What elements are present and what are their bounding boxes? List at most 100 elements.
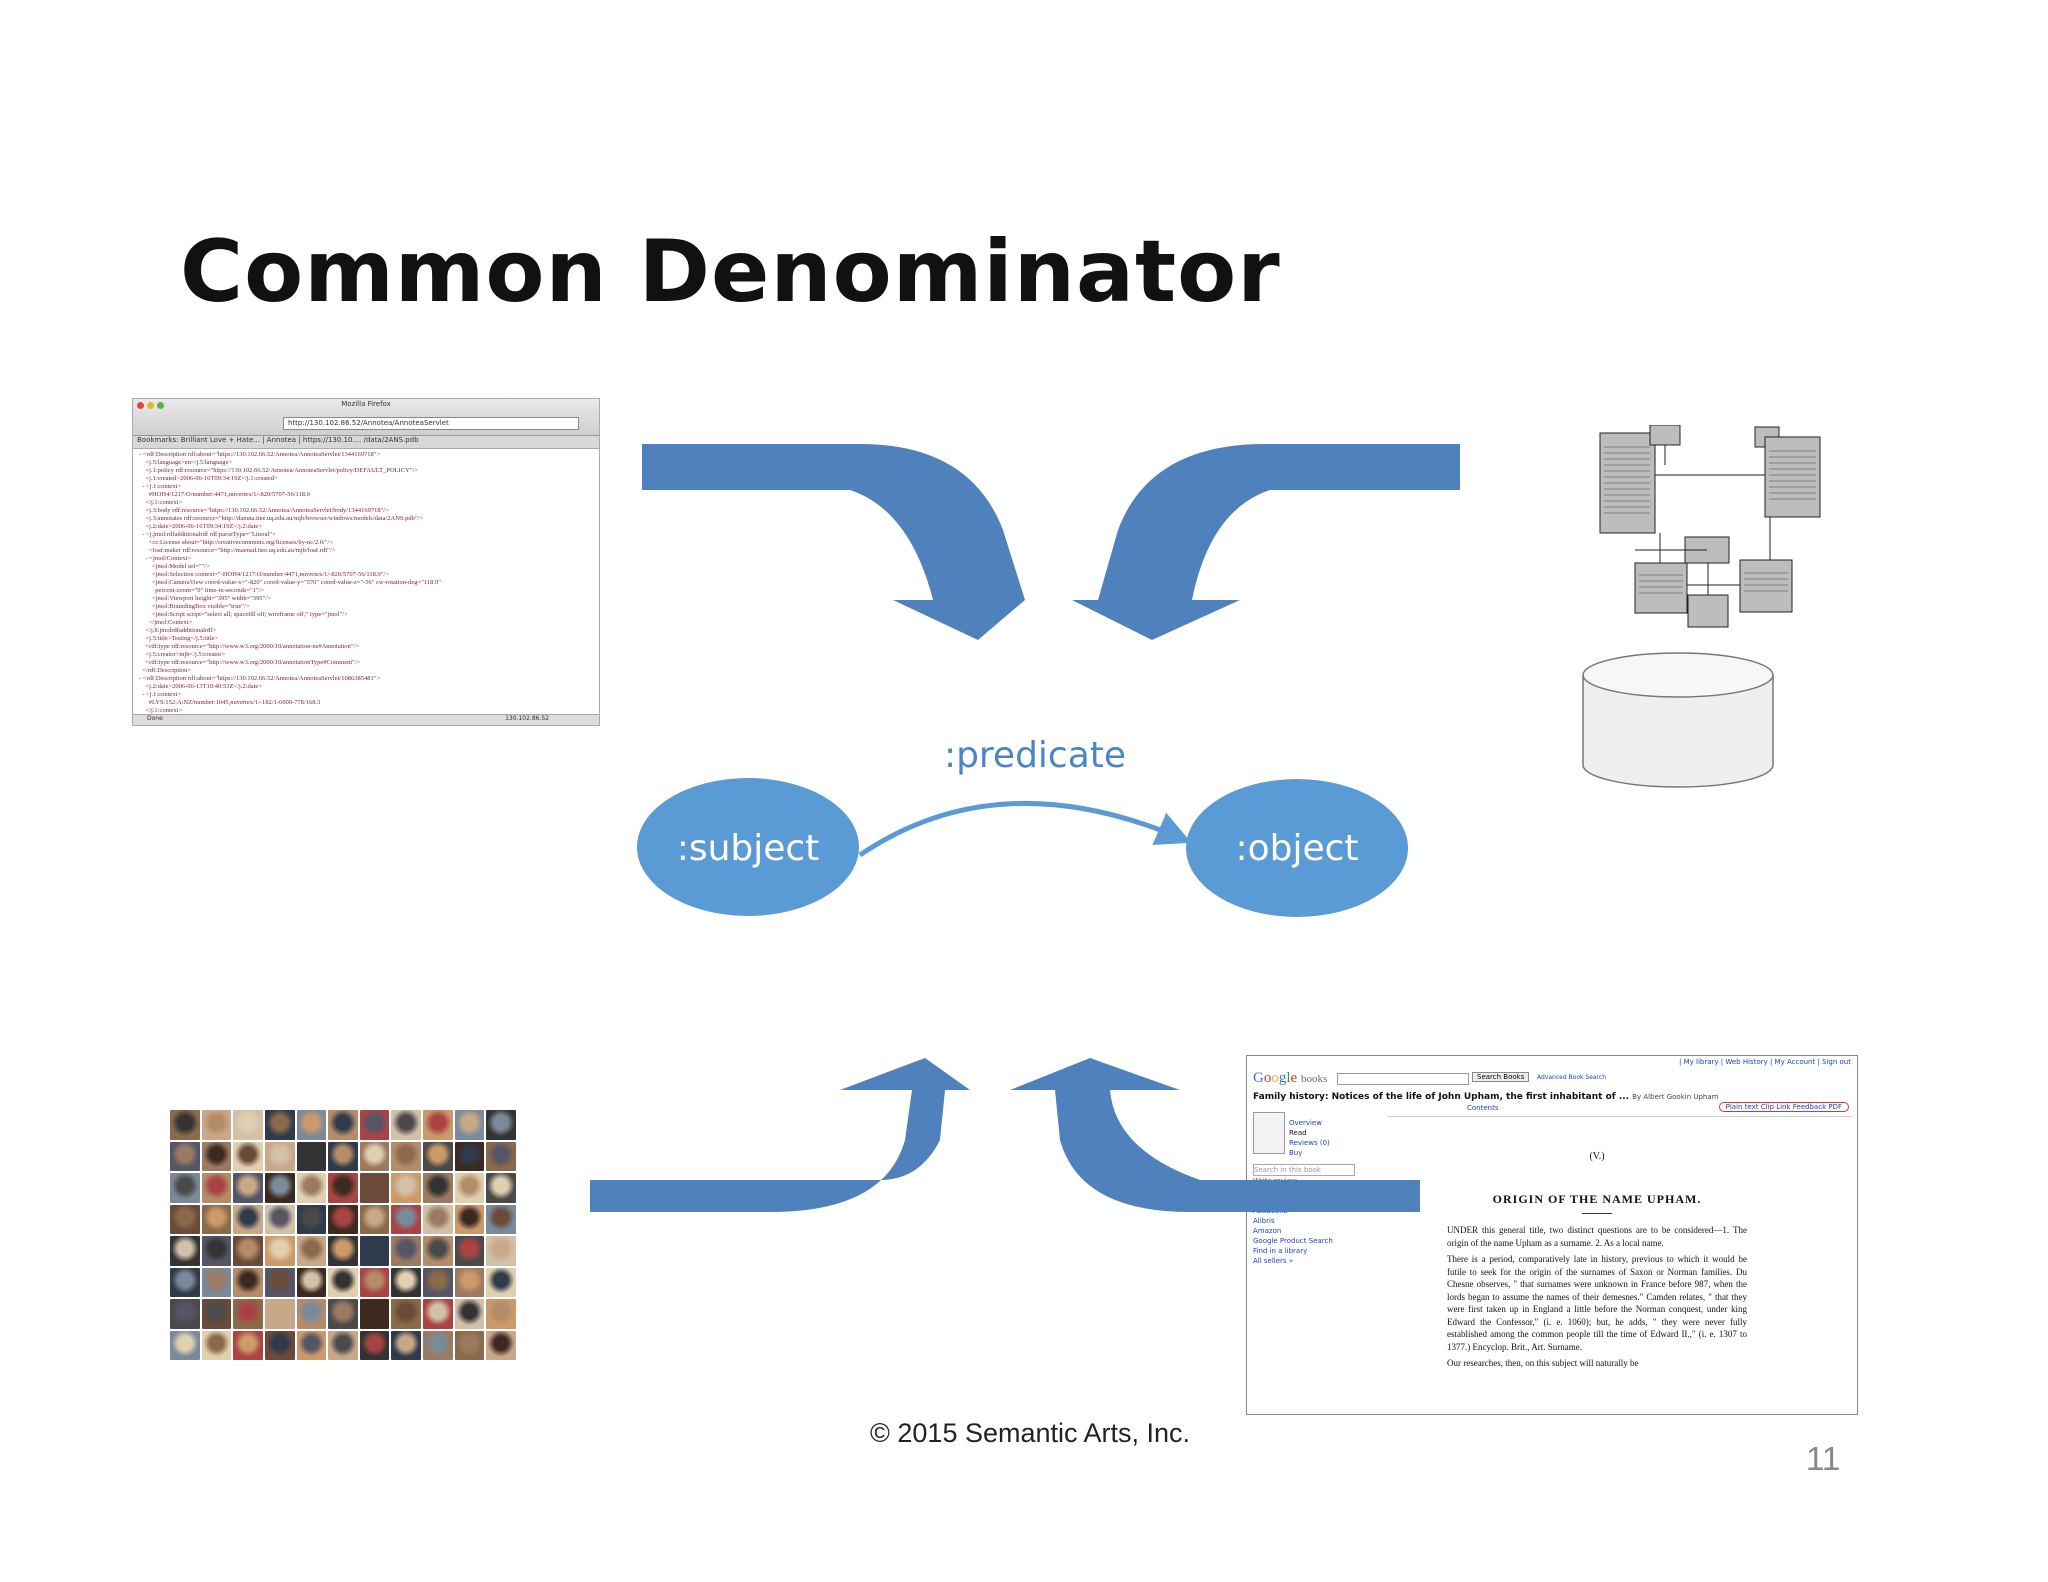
page-paragraph: Our researches, then, on this subject wi… [1447, 1358, 1639, 1368]
copyright-footer: © 2015 Semantic Arts, Inc. [870, 1418, 1191, 1448]
page-paragraph: UNDER this general title, two distinct q… [1447, 1225, 1747, 1248]
user-photo-tile [296, 1110, 327, 1140]
user-photo-tile [486, 1110, 516, 1140]
book-author: By Albert Gookin Upham [1632, 1093, 1719, 1101]
user-photo-tile [328, 1330, 358, 1360]
user-photo-tile [359, 1110, 390, 1140]
user-photo-tile [201, 1236, 232, 1266]
user-photo-tile [201, 1267, 232, 1297]
user-photo-tile [233, 1141, 263, 1171]
user-photo-tile [170, 1236, 200, 1266]
code-line: <j.2:date>2006-06-13T10:40:53Z</j.2:date… [139, 683, 262, 690]
reader-toolbar: Contents Plain text Clip Link Feedback P… [1387, 1102, 1853, 1117]
user-photo-tile [359, 1236, 390, 1266]
code-line: #HOH4/1217:O/number:4471,nuvertex/1/-820… [139, 491, 310, 498]
uml-class-box [1687, 594, 1729, 628]
code-line: <j.5:title>Testing</j.5:title> [139, 635, 219, 642]
uml-class-diagram [1590, 425, 1830, 630]
user-photo-tile [391, 1110, 422, 1140]
code-line: <jmol:Script script="select all; spacefi… [139, 611, 348, 618]
code-line: <j.3:annotates rdf:resource="http://danu… [139, 515, 424, 522]
user-photo-tile [391, 1236, 422, 1266]
user-photo-tile [264, 1141, 295, 1171]
user-photo-tile [170, 1110, 200, 1140]
code-line: #LYS/152:A:NZ/number:1045,nuvertex/1/-18… [139, 699, 321, 706]
code-line: - <jmol:Context> [139, 555, 191, 562]
firefox-rdf-screenshot: Mozilla Firefox http://130.102.86.52/Ann… [132, 398, 600, 726]
user-photo-tile [359, 1267, 390, 1297]
user-photo-tile [170, 1267, 200, 1297]
seller-link: All sellers » [1253, 1257, 1294, 1265]
user-photo-collage [170, 1110, 516, 1360]
book-title: Family history: Notices of the life of J… [1253, 1092, 1718, 1102]
subject-label: :subject [677, 828, 820, 869]
window-title: Mozilla Firefox [341, 400, 391, 408]
heading-rule [1582, 1213, 1612, 1214]
code-line: - <j.jmol:rdfadditionalrdf rdf:parseType… [139, 531, 276, 538]
user-photo-tile [296, 1173, 327, 1203]
arrow-bottom-left [590, 1058, 970, 1212]
user-photo-tile [233, 1330, 263, 1360]
seller-link: Alibris [1253, 1217, 1275, 1225]
code-line: <j.5:language>en</j.5:language> [139, 459, 233, 466]
user-photo-tile [328, 1267, 358, 1297]
object-node [1186, 779, 1408, 917]
user-photo-tile [486, 1173, 516, 1203]
user-photo-tile [328, 1141, 358, 1171]
user-photo-tile [423, 1204, 453, 1234]
user-photo-tile [359, 1299, 390, 1329]
user-photo-tile [328, 1236, 358, 1266]
uml-class-box [1764, 436, 1821, 518]
user-photo-tile [201, 1330, 232, 1360]
tab: Bookmarks: Brilliant Love + Hate... [137, 436, 263, 444]
code-line: - <rdf:Description rdf:about="https://13… [139, 451, 381, 458]
uml-class-box [1649, 425, 1681, 446]
code-line: <rdf:type rdf:resource="http://www.w3.or… [139, 643, 359, 650]
status-text: Done [147, 715, 163, 722]
user-photo-tile [296, 1141, 327, 1171]
page-number: 11 [1806, 1440, 1841, 1477]
user-photo-tile [454, 1267, 485, 1297]
user-photo-tile [359, 1204, 390, 1234]
search-in-book-input: Search in this book [1253, 1164, 1355, 1176]
tab-strip: Bookmarks: Brilliant Love + Hate... | An… [133, 436, 599, 449]
code-line: <foaf:maker rdf:resource="http://maenad.… [139, 547, 336, 554]
user-photo-tile [423, 1330, 453, 1360]
code-line: <rdf:type rdf:resource="http://www.w3.or… [139, 659, 361, 666]
user-photo-tile [391, 1204, 422, 1234]
user-photo-tile [170, 1141, 200, 1171]
code-line: <jmol:Viewport height="395" width="395"/… [139, 595, 271, 602]
user-photo-tile [201, 1141, 232, 1171]
user-photo-tile [233, 1110, 263, 1140]
code-line: <j.1:policy rdf:resource="https://130.10… [139, 467, 418, 474]
user-photo-tile [391, 1141, 422, 1171]
arrow-top-left [642, 444, 1025, 640]
user-photo-tile [454, 1141, 485, 1171]
database-cylinder-icon [1580, 650, 1780, 790]
user-photo-tile [454, 1173, 485, 1203]
code-line: </j.1:context> [139, 707, 183, 714]
user-photo-tile [170, 1173, 200, 1203]
top-links: | My library | Web History | My Account … [1679, 1058, 1851, 1066]
user-photo-tile [233, 1204, 263, 1234]
user-photo-tile [296, 1267, 327, 1297]
user-photo-tile [264, 1173, 295, 1203]
page-paragraph: There is a period, comparatively late in… [1447, 1254, 1747, 1352]
user-photo-tile [486, 1141, 516, 1171]
predicate-label: :predicate [944, 735, 1126, 776]
export-links-group: Plain text Clip Link Feedback PDF [1718, 1102, 1849, 1112]
user-photo-tile [391, 1299, 422, 1329]
object-label: :object [1235, 828, 1358, 869]
code-line: - <rdf:Description rdf:about="https://13… [139, 675, 381, 682]
book-page: (V.) ORIGIN OF THE NAME UPHAM. UNDER thi… [1447, 1141, 1747, 1374]
user-photo-tile [328, 1299, 358, 1329]
user-photo-tile [170, 1299, 200, 1329]
user-photo-tile [423, 1236, 453, 1266]
google-books-logo: Google books [1253, 1070, 1328, 1086]
user-photo-tile [328, 1204, 358, 1234]
seller-link: Abebooks [1253, 1207, 1288, 1215]
user-photo-tile [201, 1204, 232, 1234]
user-photo-tile [328, 1110, 358, 1140]
seller-link: Google Product Search [1253, 1237, 1333, 1245]
user-photo-tile [454, 1204, 485, 1234]
